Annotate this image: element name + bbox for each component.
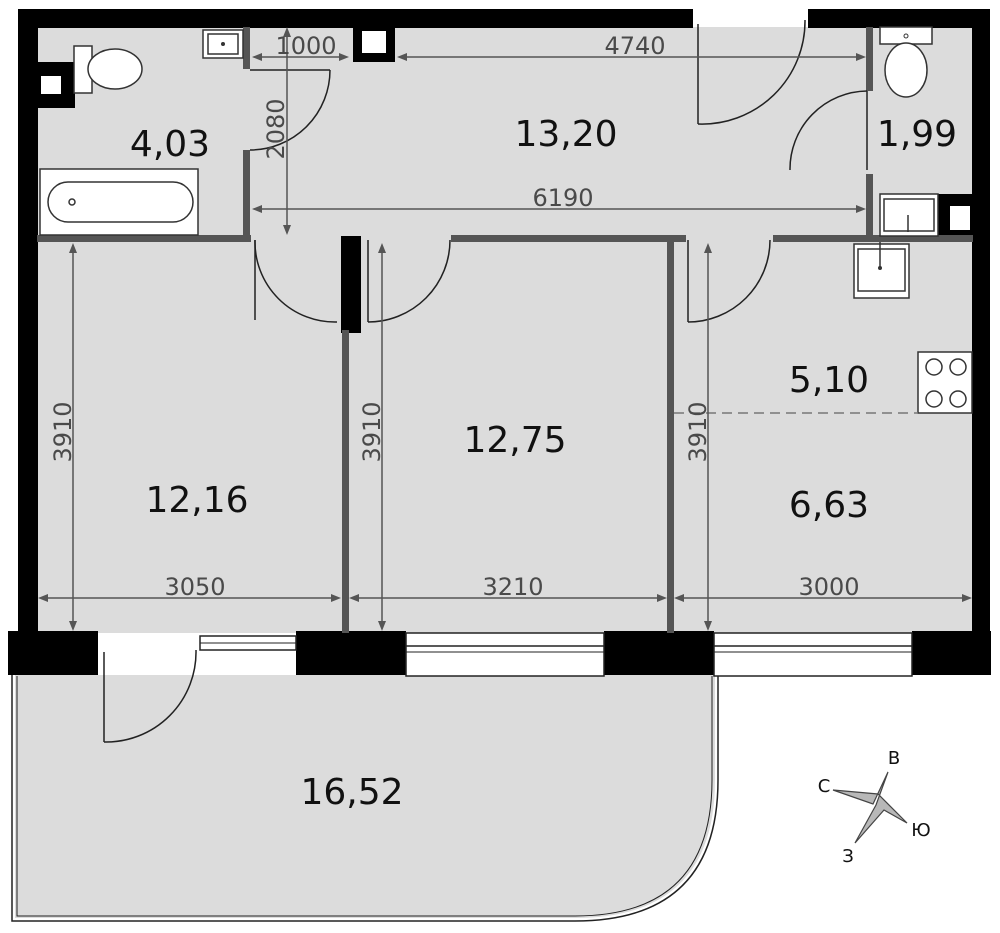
dim-4740: 4740 bbox=[604, 32, 665, 60]
dim-3910-middle: 3910 bbox=[358, 401, 386, 462]
kitchen-sink-icon bbox=[853, 242, 910, 299]
balcony-outline bbox=[11, 672, 719, 922]
exterior-walls bbox=[8, 9, 991, 675]
area-hall: 13,20 bbox=[514, 114, 617, 155]
stove-icon bbox=[917, 351, 973, 414]
windows bbox=[199, 632, 913, 677]
toilet-icon bbox=[73, 45, 143, 94]
dim-3910-left: 3910 bbox=[49, 401, 77, 462]
sink-icon bbox=[202, 29, 244, 59]
compass-west: З bbox=[842, 846, 854, 867]
apartment-floor bbox=[37, 27, 972, 633]
dim-1000: 1000 bbox=[275, 32, 336, 60]
area-toilet: 1,99 bbox=[877, 114, 957, 155]
dim-3910-right: 3910 bbox=[684, 401, 712, 462]
partitions bbox=[37, 27, 973, 633]
compass-north: С bbox=[818, 776, 831, 797]
dim-3050: 3050 bbox=[164, 573, 225, 601]
balcony-floor bbox=[15, 675, 715, 918]
bathtub-icon bbox=[39, 168, 199, 236]
compass-icon: С В Ю З bbox=[818, 748, 931, 867]
dim-2080: 2080 bbox=[262, 98, 290, 159]
area-balcony: 16,52 bbox=[300, 772, 403, 813]
sink-icon bbox=[879, 193, 939, 237]
dim-3000: 3000 bbox=[798, 573, 859, 601]
toilet-icon bbox=[879, 26, 933, 98]
balcony-outline-inner bbox=[16, 676, 713, 917]
compass-south: Ю bbox=[911, 820, 930, 841]
doors bbox=[103, 19, 868, 743]
dimension-lines bbox=[38, 27, 972, 631]
compass-east: В bbox=[888, 748, 900, 769]
dim-6190: 6190 bbox=[532, 184, 593, 212]
area-bedroom-left: 12,16 bbox=[145, 480, 248, 521]
area-bedroom-middle: 12,75 bbox=[463, 420, 566, 461]
area-kitchen-lower: 6,63 bbox=[789, 485, 869, 526]
area-kitchen-upper: 5,10 bbox=[789, 360, 869, 401]
dim-3210: 3210 bbox=[482, 573, 543, 601]
area-bathroom: 4,03 bbox=[130, 124, 210, 165]
